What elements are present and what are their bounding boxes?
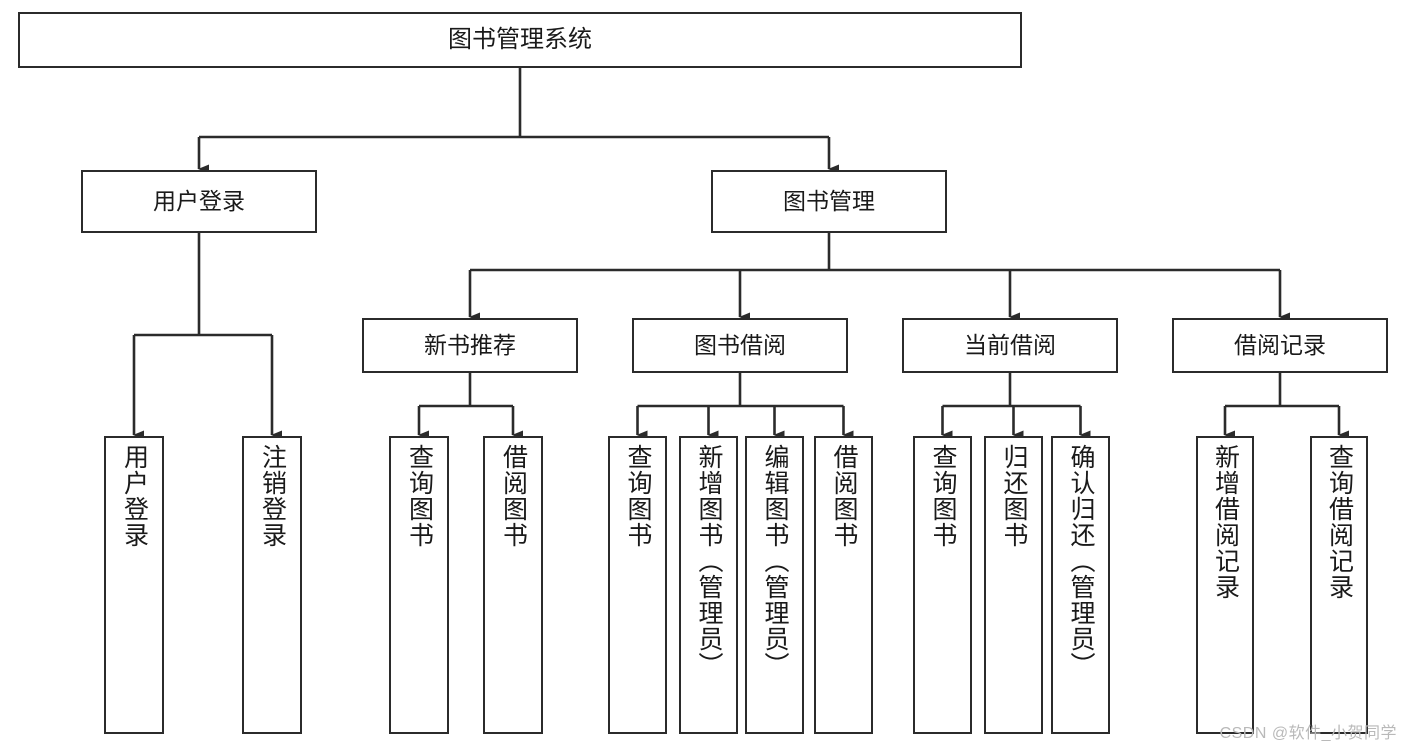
node-borrow-record[interactable]: 借阅记录 [1172, 318, 1388, 373]
node-root[interactable]: 图书管理系统 [18, 12, 1022, 68]
node-leaf-user-logout[interactable]: 注销登录 [242, 436, 302, 734]
node-label: 查询图书 [929, 444, 957, 548]
node-label: 查询借阅记录 [1325, 444, 1354, 600]
node-label: 归还图书 [1000, 444, 1028, 548]
node-new-book-rec[interactable]: 新书推荐 [362, 318, 578, 373]
node-current-borrow[interactable]: 当前借阅 [902, 318, 1118, 373]
node-label: 当前借阅 [964, 331, 1056, 358]
node-label: 用户登录 [120, 444, 149, 548]
node-leaf-query-book-1[interactable]: 查询图书 [389, 436, 449, 734]
node-label: 借阅图书 [830, 444, 858, 548]
node-leaf-borrow-book-1[interactable]: 借阅图书 [483, 436, 543, 734]
node-leaf-query-book-3[interactable]: 查询图书 [913, 436, 972, 734]
node-book-borrow[interactable]: 图书借阅 [632, 318, 848, 373]
node-leaf-edit-book[interactable]: 编辑图书（管理员） [745, 436, 804, 734]
node-user-login[interactable]: 用户登录 [81, 170, 317, 233]
node-label: 借阅记录 [1234, 331, 1326, 358]
node-leaf-borrow-book-2[interactable]: 借阅图书 [814, 436, 873, 734]
node-label: 借阅图书 [499, 444, 528, 548]
node-leaf-add-record[interactable]: 新增借阅记录 [1196, 436, 1254, 734]
node-label: 新增借阅记录 [1211, 444, 1240, 600]
node-label: 图书借阅 [694, 331, 786, 358]
node-label: 用户登录 [153, 187, 245, 214]
node-label: 查询图书 [624, 444, 652, 548]
node-label: 图书管理 [783, 187, 875, 214]
node-leaf-user-login[interactable]: 用户登录 [104, 436, 164, 734]
node-leaf-return-book[interactable]: 归还图书 [984, 436, 1043, 734]
node-label: 新书推荐 [424, 331, 516, 358]
node-leaf-query-book-2[interactable]: 查询图书 [608, 436, 667, 734]
node-label: 确认归还（管理员） [1067, 444, 1095, 678]
node-label: 新增图书（管理员） [695, 444, 723, 678]
node-leaf-add-book[interactable]: 新增图书（管理员） [679, 436, 738, 734]
node-label: 查询图书 [405, 444, 434, 548]
node-label: 注销登录 [258, 444, 287, 548]
node-label: 图书管理系统 [448, 25, 592, 53]
connector-lines [132, 68, 1349, 440]
node-leaf-confirm-return[interactable]: 确认归还（管理员） [1051, 436, 1110, 734]
node-label: 编辑图书（管理员） [761, 444, 789, 678]
node-book-manage[interactable]: 图书管理 [711, 170, 947, 233]
node-leaf-query-record[interactable]: 查询借阅记录 [1310, 436, 1368, 734]
